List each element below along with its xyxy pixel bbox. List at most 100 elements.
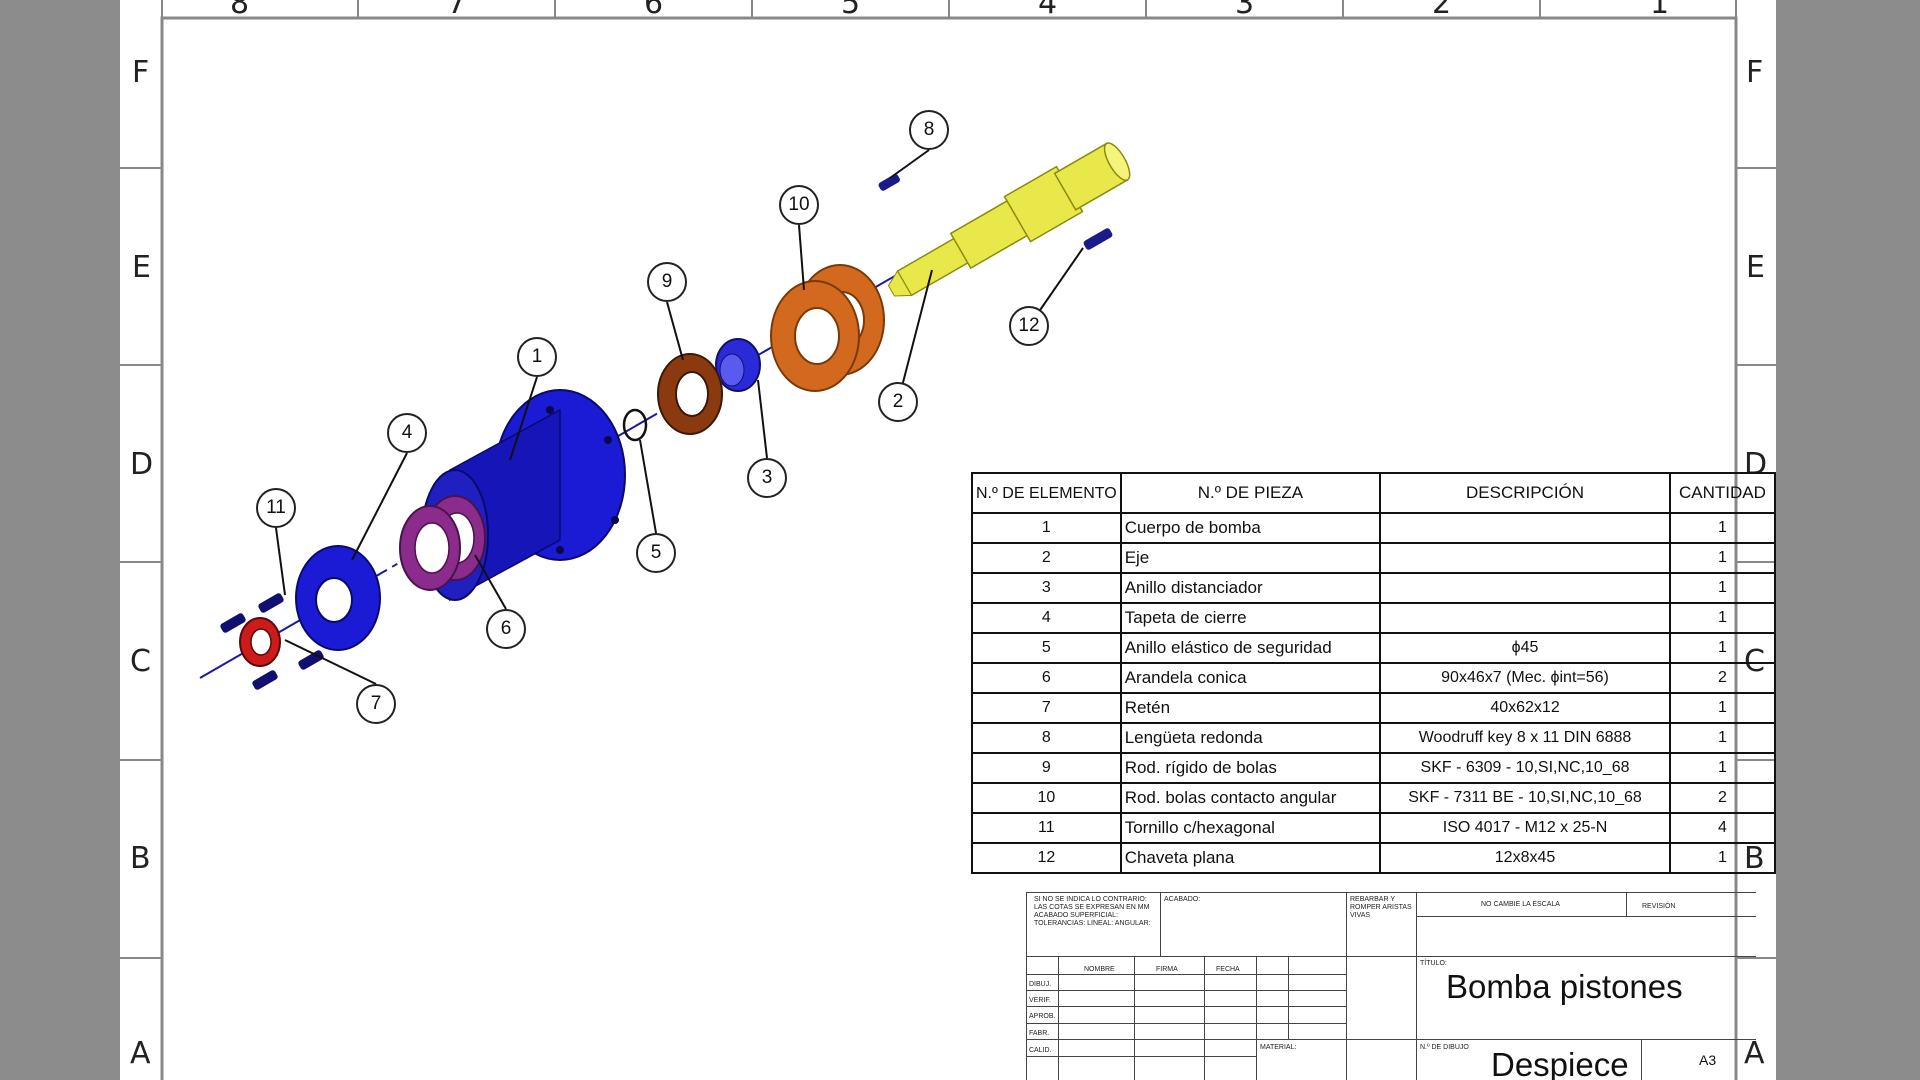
hex-bolt-part: [252, 670, 278, 690]
balloon-1: 1: [517, 337, 557, 377]
row-letter-left: E: [132, 250, 151, 285]
balloon-leader-line: [275, 527, 286, 596]
bom-header-part: N.º DE PIEZA: [1119, 472, 1382, 514]
bom-cell-part: Tapeta de cierre: [1119, 602, 1382, 634]
bom-cell-description: 40x62x12: [1379, 692, 1671, 724]
drawing-title: Bomba pistones: [1446, 968, 1683, 1005]
balloon-leader-line: [889, 149, 930, 179]
bom-cell-description: ϕ45: [1379, 632, 1671, 664]
bom-cell-quantity: 1: [1668, 572, 1776, 604]
balloon-10: 10: [779, 185, 819, 225]
title-block: SI NO SE INDICA LO CONTRARIO: LAS COTAS …: [1026, 892, 1756, 1080]
spacer-ring-bore: [719, 353, 745, 387]
bill-of-materials-table: N.º DE ELEMENTO N.º DE PIEZA DESCRIPCIÓN…: [971, 472, 1776, 874]
hex-bolt-part: [258, 593, 284, 613]
bom-header-element: N.º DE ELEMENTO: [971, 472, 1122, 514]
closing-cover-bore: [315, 577, 353, 623]
row-letter-left: C: [130, 644, 151, 679]
balloon-leader-line: [666, 301, 684, 361]
bom-cell-description: SKF - 7311 BE - 10,SI,NC,10_68: [1379, 782, 1671, 814]
no-scale-label: NO CAMBIE LA ESCALA: [1481, 901, 1560, 908]
balloon-3: 3: [747, 458, 787, 498]
column-number: 5: [841, 0, 861, 21]
bom-cell-element: 9: [971, 752, 1122, 784]
bom-cell-part: Anillo distanciador: [1119, 572, 1382, 604]
balloon-leader-line: [351, 452, 408, 561]
role-approved: APROB.: [1029, 1013, 1056, 1020]
circlip-part: [622, 408, 648, 442]
balloon-leader-line: [897, 269, 933, 403]
revision-label: REVISIÓN: [1642, 903, 1676, 910]
sheet-size: A3: [1699, 1052, 1717, 1068]
seal-bore: [250, 628, 272, 656]
balloon-leader-line: [639, 439, 657, 534]
column-number: 4: [1038, 0, 1058, 21]
bom-cell-part: Chaveta plana: [1119, 842, 1382, 874]
balloon-11: 11: [256, 488, 296, 528]
bom-cell-description: [1379, 572, 1671, 604]
pump-body-bolt-hole: [546, 406, 554, 414]
bom-cell-quantity: 1: [1668, 722, 1776, 754]
role-drawn: DIBUJ.: [1029, 981, 1052, 988]
balloon-leader-line: [284, 639, 377, 685]
bom-cell-part: Cuerpo de bomba: [1119, 512, 1382, 544]
bom-cell-quantity: 2: [1668, 662, 1776, 694]
bom-cell-element: 10: [971, 782, 1122, 814]
bom-cell-quantity: 1: [1668, 512, 1776, 544]
bom-cell-part: Rod. bolas contacto angular: [1119, 782, 1382, 814]
balloon-7: 7: [356, 684, 396, 724]
bom-header-quantity: CANTIDAD: [1668, 472, 1776, 514]
column-number: 8: [230, 0, 250, 21]
bom-cell-part: Rod. rígido de bolas: [1119, 752, 1382, 784]
bom-cell-part: Anillo elástico de seguridad: [1119, 632, 1382, 664]
conical-washer-bore: [414, 522, 450, 574]
balloon-9: 9: [647, 262, 687, 302]
column-number: 6: [644, 0, 664, 21]
role-checked: VERIF.: [1029, 997, 1051, 1004]
bom-cell-element: 4: [971, 602, 1122, 634]
column-number: 7: [447, 0, 467, 21]
bom-header-description: DESCRIPCIÓN: [1379, 472, 1671, 514]
bom-cell-element: 3: [971, 572, 1122, 604]
balloon-leader-line: [798, 224, 805, 291]
row-letter-left: D: [130, 447, 154, 482]
material-label: MATERIAL:: [1260, 1044, 1297, 1051]
row-letter-left: F: [132, 55, 150, 90]
bom-cell-part: Tornillo c/hexagonal: [1119, 812, 1382, 844]
column-number: 2: [1432, 0, 1452, 21]
date-column-label: FECHA: [1216, 966, 1240, 973]
bom-header-row: N.º DE ELEMENTO N.º DE PIEZA DESCRIPCIÓN…: [971, 472, 1776, 514]
bom-cell-element: 2: [971, 542, 1122, 574]
balloon-leader-line: [474, 554, 507, 610]
bom-cell-description: Woodruff key 8 x 11 DIN 6888: [1379, 722, 1671, 754]
bom-cell-description: 90x46x7 (Mec. ϕint=56): [1379, 662, 1671, 694]
row-letter-right: F: [1746, 55, 1764, 90]
bom-cell-element: 5: [971, 632, 1122, 664]
column-number: 3: [1235, 0, 1255, 21]
pump-body-bolt-hole: [556, 546, 564, 554]
bom-cell-element: 7: [971, 692, 1122, 724]
bom-cell-quantity: 4: [1668, 812, 1776, 844]
woodruff-key-part: [878, 174, 900, 191]
bom-cell-element: 8: [971, 722, 1122, 754]
finish-label: ACABADO:: [1164, 896, 1201, 903]
bom-cell-part: Lengüeta redonda: [1119, 722, 1382, 754]
angular-bearing-part-bore: [794, 307, 840, 365]
shaft-end: [1103, 142, 1131, 182]
bom-cell-part: Eje: [1119, 542, 1382, 574]
balloon-leader-line: [757, 379, 768, 459]
bom-cell-description: ISO 4017 - M12 x 25-N: [1379, 812, 1671, 844]
balloon-5: 5: [636, 533, 676, 573]
bom-cell-element: 1: [971, 512, 1122, 544]
bom-cell-part: Retén: [1119, 692, 1382, 724]
role-quality: CALID.: [1029, 1047, 1052, 1054]
